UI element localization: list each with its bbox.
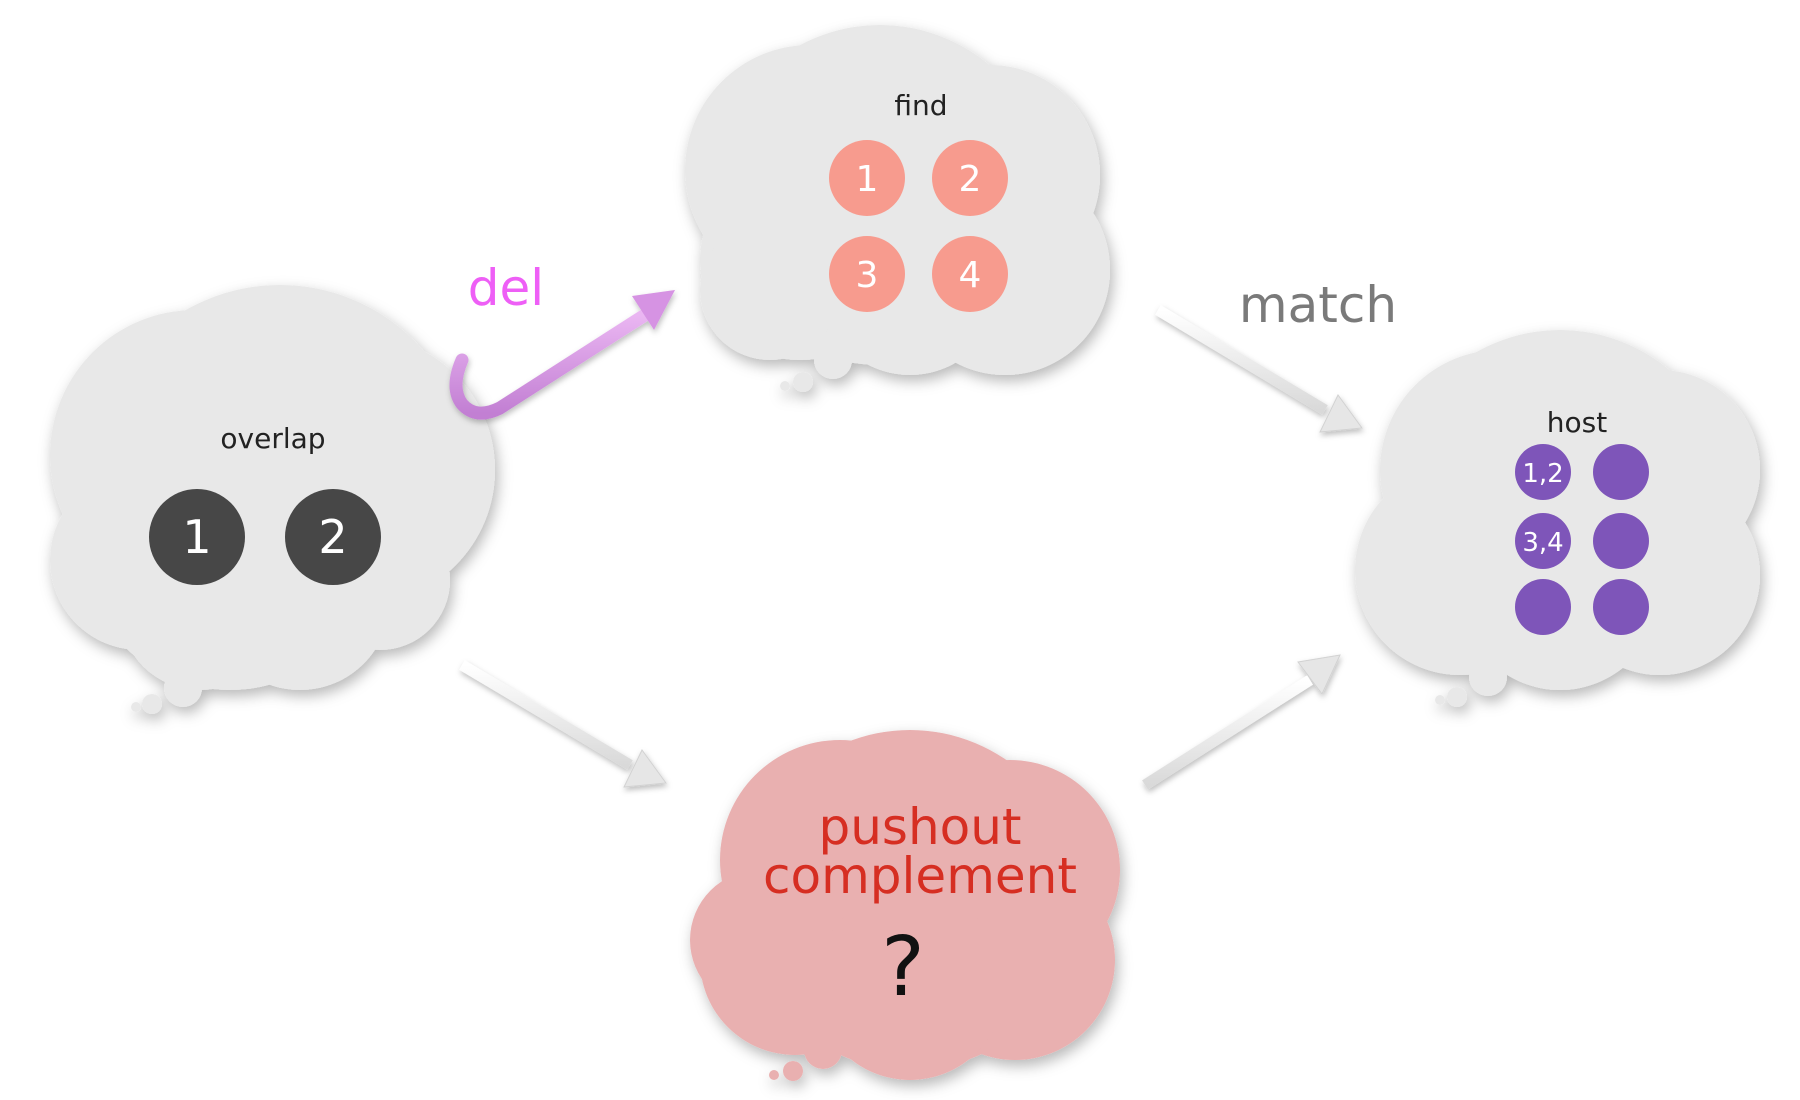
find-label: find bbox=[894, 89, 947, 122]
match-label: match bbox=[1239, 276, 1397, 334]
find-node-4-label: 4 bbox=[959, 255, 982, 296]
overlap-to-pushout-arrow bbox=[459, 660, 667, 788]
overlap-thought-bubble-large bbox=[164, 669, 202, 707]
host-thought-bubble-small bbox=[1435, 695, 1445, 705]
overlap-label: overlap bbox=[220, 422, 325, 455]
find-node-1-label: 1 bbox=[856, 159, 879, 200]
del-arrow-head bbox=[632, 290, 675, 330]
match-arrow-head bbox=[1319, 394, 1363, 433]
pushout-title-line1: pushout bbox=[818, 798, 1021, 856]
overlap-to-pushout-arrow-shaft bbox=[459, 660, 633, 770]
pushout-question-mark: ? bbox=[881, 920, 925, 1015]
host-node-1-2-label: 1,2 bbox=[1522, 459, 1563, 489]
pushout-cloud bbox=[690, 730, 1120, 1081]
host-thought-bubble-medium bbox=[1447, 687, 1467, 707]
host-thought-bubble-large bbox=[1469, 658, 1507, 696]
host-node-3-4-label: 3,4 bbox=[1522, 528, 1563, 558]
host-cloud-body bbox=[1355, 330, 1760, 690]
pushout-to-host-arrow bbox=[1142, 654, 1341, 790]
overlap-thought-bubble-medium bbox=[142, 694, 162, 714]
pushout-to-host-arrow-shaft bbox=[1142, 675, 1313, 790]
pushout-thought-bubble-large bbox=[804, 1031, 842, 1069]
host-node-1-2: 1,2 bbox=[1515, 444, 1571, 500]
find-node-2-label: 2 bbox=[959, 159, 982, 200]
match-arrow bbox=[1155, 305, 1363, 433]
host-node-4 bbox=[1593, 513, 1649, 569]
overlap-to-pushout-arrow-head bbox=[623, 749, 667, 788]
find-thought-bubble-medium bbox=[793, 372, 813, 392]
overlap-node-1-label: 1 bbox=[182, 510, 211, 564]
find-thought-bubble-large bbox=[814, 341, 852, 379]
pushout-to-host-arrow-head bbox=[1297, 654, 1341, 695]
overlap-node-2: 2 bbox=[285, 489, 381, 585]
overlap-cloud bbox=[50, 285, 495, 714]
find-node-3: 3 bbox=[829, 236, 905, 312]
host-node-3-4: 3,4 bbox=[1515, 513, 1571, 569]
del-arrow-shaft bbox=[449, 308, 652, 420]
overlap-cloud-body bbox=[50, 285, 495, 690]
overlap-node-2-label: 2 bbox=[318, 510, 347, 564]
find-node-2: 2 bbox=[932, 140, 1008, 216]
overlap-thought-bubble-small bbox=[131, 702, 141, 712]
host-cloud bbox=[1355, 330, 1760, 707]
pushout-cloud-body bbox=[690, 730, 1120, 1080]
find-node-4: 4 bbox=[932, 236, 1008, 312]
match-arrow-shaft bbox=[1155, 305, 1328, 415]
host-node-5 bbox=[1515, 579, 1571, 635]
host-node-6 bbox=[1593, 579, 1649, 635]
find-cloud bbox=[685, 25, 1110, 392]
pushout-thought-bubble-medium bbox=[783, 1061, 803, 1081]
find-node-3-label: 3 bbox=[856, 255, 879, 296]
find-thought-bubble-small bbox=[780, 381, 790, 391]
host-node-2 bbox=[1593, 444, 1649, 500]
del-arrow bbox=[449, 290, 675, 420]
del-label: del bbox=[468, 259, 544, 317]
overlap-node-1: 1 bbox=[149, 489, 245, 585]
pushout-thought-bubble-small bbox=[769, 1070, 779, 1080]
pushout-title-line2: complement bbox=[763, 847, 1077, 905]
find-node-1: 1 bbox=[829, 140, 905, 216]
host-label: host bbox=[1547, 406, 1607, 439]
